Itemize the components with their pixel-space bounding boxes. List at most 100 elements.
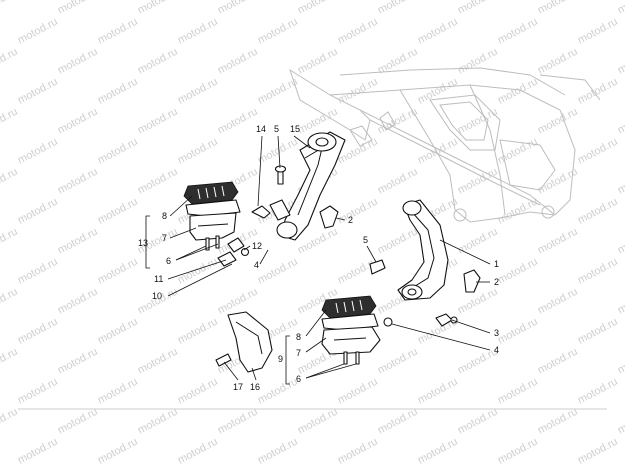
watermark-text: motod.ru [416, 376, 460, 407]
watermark-text: motod.ru [136, 106, 180, 137]
callout-4-left: 4 [254, 260, 259, 270]
watermark-text: motod.ru [616, 346, 625, 377]
watermark-text: motod.ru [296, 0, 340, 17]
watermark-text: motod.ru [536, 286, 580, 317]
watermark-text: motod.ru [496, 436, 540, 467]
screw-17 [215, 353, 232, 367]
callout-9: 9 [278, 354, 283, 364]
watermark-text: motod.ru [416, 16, 460, 47]
watermark-text: motod.ru [496, 256, 540, 287]
watermark-text: motod.ru [96, 76, 140, 107]
callout-2-right: 2 [494, 277, 499, 287]
watermark-text: motod.ru [0, 226, 20, 257]
watermark-text: motod.ru [16, 376, 60, 407]
watermark-text: motod.ru [176, 256, 220, 287]
callout-3: 3 [494, 328, 499, 338]
watermark-text: motod.ru [136, 346, 180, 377]
watermark-text: motod.ru [56, 226, 100, 257]
watermark-text: motod.ru [536, 406, 580, 437]
callout-14: 14 [256, 124, 266, 134]
watermark-text: motod.ru [16, 16, 60, 47]
watermark-text: motod.ru [16, 316, 60, 347]
watermark-text: motod.ru [176, 316, 220, 347]
right-footpeg-assembly [321, 295, 381, 365]
callout-10: 10 [152, 291, 162, 301]
watermark-text: motod.ru [576, 136, 620, 167]
pin-2-left [319, 205, 339, 229]
watermark-text: motod.ru [16, 76, 60, 107]
watermark-text: motod.ru [136, 406, 180, 437]
callout-13: 13 [138, 238, 148, 248]
left-footpeg-bracket [269, 131, 346, 241]
watermark-text: motod.ru [16, 136, 60, 167]
callout-8-right: 8 [296, 332, 301, 342]
watermark-text: motod.ru [376, 166, 420, 197]
watermark-text: motod.ru [96, 196, 140, 227]
watermark-text: motod.ru [16, 256, 60, 287]
watermark-text: motod.ru [536, 46, 580, 77]
watermark-text: motod.ru [536, 346, 580, 377]
watermark-text: motod.ru [456, 226, 500, 257]
watermark-text: motod.ru [456, 286, 500, 317]
watermark-text: motod.ru [376, 346, 420, 377]
watermark-text: motod.ru [0, 46, 20, 77]
watermark-text: motod.ru [496, 16, 540, 47]
watermark-text: motod.ru [336, 196, 380, 227]
watermark-text: motod.ru [416, 76, 460, 107]
watermark-text: motod.ru [96, 316, 140, 347]
watermark-text: motod.ru [336, 16, 380, 47]
watermark-text: motod.ru [536, 106, 580, 137]
watermark-text: motod.ru [496, 376, 540, 407]
watermark-text: motod.ru [96, 136, 140, 167]
watermark-text: motod.ru [96, 16, 140, 47]
callout-6-right: 6 [296, 374, 301, 384]
callout-17: 17 [233, 382, 243, 392]
watermark-text: motod.ru [216, 286, 260, 317]
watermark-text: motod.ru [0, 106, 20, 137]
watermark-text: motod.ru [576, 436, 620, 467]
watermark-text: motod.ru [416, 436, 460, 467]
watermark-text: motod.ru [176, 76, 220, 107]
watermark-text: motod.ru [216, 406, 260, 437]
watermark-text: motod.ru [256, 16, 300, 47]
watermark-text: motod.ru [56, 166, 100, 197]
watermark-text: motod.ru [56, 46, 100, 77]
watermark-text: motod.ru [576, 376, 620, 407]
watermark-text: motod.ru [616, 0, 625, 17]
watermark-text: motod.ru [0, 166, 20, 197]
watermark-text: motod.ru [216, 0, 260, 17]
watermark-text: motod.ru [616, 166, 625, 197]
bolt-5-left [274, 165, 287, 185]
watermark-text: motod.ru [56, 106, 100, 137]
callout-8-left: 8 [162, 211, 167, 221]
watermark-text: motod.ru [256, 436, 300, 467]
watermark-text: motod.ru [576, 76, 620, 107]
watermark-text: motod.ru [616, 106, 625, 137]
watermark-text: motod.ru [216, 46, 260, 77]
left-footpeg-assembly [183, 181, 250, 267]
watermark-text: motod.ru [496, 196, 540, 227]
callout-15: 15 [290, 124, 300, 134]
watermark-text: motod.ru [56, 406, 100, 437]
watermark-text: motod.ru [56, 0, 100, 17]
watermark-text: motod.ru [456, 166, 500, 197]
watermark-text: motod.ru [536, 226, 580, 257]
callout-1: 1 [494, 259, 499, 269]
watermark-text: motod.ru [536, 0, 580, 17]
callout-11: 11 [154, 274, 163, 284]
watermark-text: motod.ru [56, 286, 100, 317]
motorcycle-frame [289, 67, 601, 223]
watermark-text: motod.ru [296, 46, 340, 77]
watermark-text: motod.ru [576, 316, 620, 347]
watermark-text: motod.ru [0, 346, 20, 377]
watermark-text: motod.ru [136, 166, 180, 197]
watermark-text: motod.ru [376, 226, 420, 257]
watermark-text: motod.ru [296, 406, 340, 437]
bolt-14 [251, 205, 271, 219]
watermark-text: motod.ru [336, 376, 380, 407]
watermark-text: motod.ru [136, 46, 180, 77]
watermark-text: motod.ru [616, 46, 625, 77]
callout-labels: 14 5 15 2 8 7 13 12 6 4 11 10 5 1 2 3 4 … [138, 124, 499, 392]
watermark-text: motod.ru [16, 436, 60, 467]
